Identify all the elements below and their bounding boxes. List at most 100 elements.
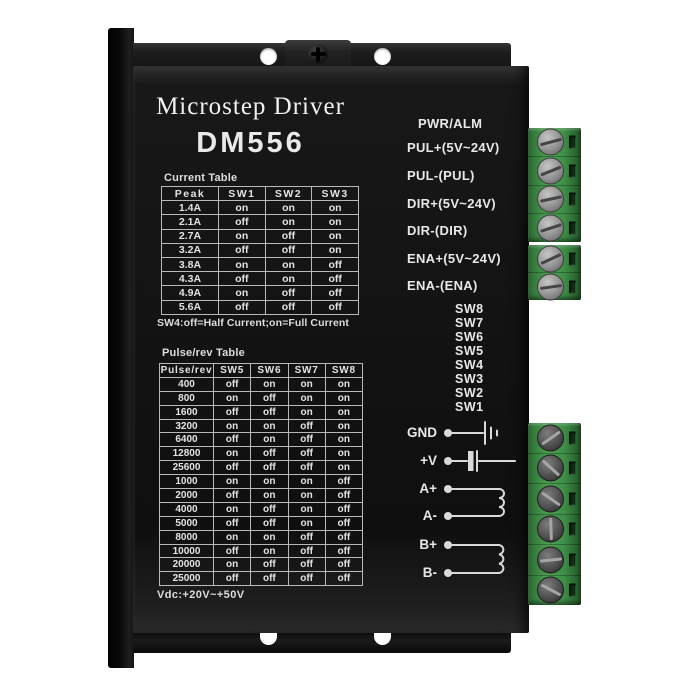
sw4-note: SW4:off=Half Current;on=Full Current — [157, 317, 350, 329]
table-cell: 5.6A — [161, 299, 219, 315]
table-cell: on — [250, 488, 289, 503]
table-cell: off — [212, 460, 252, 476]
table-cell: off — [218, 214, 266, 230]
table-cell: on — [287, 404, 326, 420]
table-cell: off — [287, 543, 326, 559]
table-cell: on — [212, 390, 252, 406]
table-cell: 4.3A — [161, 271, 219, 287]
terminal-screw-icon — [537, 245, 564, 272]
table-header-cell: SW7 — [287, 363, 326, 378]
table-header-cell: SW8 — [324, 363, 364, 378]
screw-terminal — [528, 185, 581, 215]
terminal-label-gnd: GND — [407, 425, 437, 440]
table-cell: on — [212, 529, 252, 545]
table-cell: on — [264, 214, 313, 230]
table-cell: on — [264, 256, 313, 273]
terminal-screw-icon — [537, 273, 564, 300]
table-cell: off — [287, 418, 326, 434]
model-number: DM556 — [196, 127, 305, 159]
screw-terminal — [528, 515, 581, 545]
table-cell: off — [311, 285, 359, 301]
table-cell: off — [324, 515, 364, 531]
table-cell: on — [264, 200, 313, 216]
product-title: Microstep Driver — [156, 93, 345, 120]
vdc-note: Vdc:+20V~+50V — [157, 589, 245, 601]
terminal-label-a-: A+ — [419, 481, 437, 496]
table-cell: off — [287, 460, 326, 476]
dip-switch-label: SW8 — [455, 302, 484, 316]
mounting-backplate — [108, 28, 134, 668]
dip-switch-label: SW3 — [455, 372, 484, 386]
table-cell: off — [287, 571, 326, 587]
dip-switch-label: SW6 — [455, 330, 484, 344]
mounting-notch — [374, 633, 391, 645]
signal-label-dir-dir: DIR-(DIR) — [407, 223, 468, 238]
table-cell: 25600 — [159, 460, 214, 476]
screw-terminal — [528, 576, 581, 606]
table-cell: on — [311, 200, 359, 216]
phillips-screw-icon — [308, 44, 328, 64]
table-cell: 1.4A — [161, 200, 219, 216]
table-cell: off — [287, 529, 326, 545]
signal-label-ena-ena: ENA-(ENA) — [407, 278, 478, 293]
table-cell: off — [212, 376, 252, 392]
table-cell: 1600 — [159, 404, 214, 420]
screw-terminal — [528, 245, 581, 273]
table-cell: on — [250, 376, 289, 392]
table-cell: off — [212, 404, 252, 420]
terminal-screw-icon — [537, 515, 564, 543]
wire-slot — [569, 252, 576, 265]
table-cell: on — [287, 390, 326, 406]
screw-terminal — [528, 484, 581, 515]
table-cell: off — [311, 299, 359, 315]
screw-terminal — [528, 423, 581, 454]
wire-slot — [569, 583, 576, 597]
table-cell: off — [250, 557, 289, 573]
dip-switch-label: SW7 — [455, 316, 484, 330]
table-cell: 2.1A — [161, 214, 219, 230]
table-cell: on — [212, 557, 252, 573]
table-cell: on — [218, 256, 266, 273]
table-cell: off — [264, 242, 313, 258]
wire-slot — [569, 522, 576, 536]
table-cell: 6400 — [159, 432, 214, 448]
terminal-block-top-upper — [528, 128, 581, 242]
terminal-screw-icon — [537, 424, 564, 452]
dip-switch-label: SW5 — [455, 344, 484, 358]
mounting-notch — [260, 633, 277, 645]
wire-slot — [569, 492, 576, 506]
mounting-hole — [374, 48, 391, 65]
dip-switch-label: SW1 — [455, 400, 484, 414]
screw-terminal — [528, 273, 581, 300]
table-cell: on — [324, 446, 364, 462]
pulse-table-title: Pulse/rev Table — [162, 347, 245, 359]
table-cell: off — [324, 501, 364, 517]
table-cell: on — [324, 432, 364, 448]
wire-slot — [569, 221, 576, 235]
terminal-label-a-: A- — [422, 508, 437, 523]
table-cell: on — [250, 474, 289, 490]
wiring-diagram — [444, 421, 516, 577]
table-cell: 3200 — [159, 418, 214, 434]
table-cell: off — [250, 571, 289, 587]
ground-symbol — [451, 421, 498, 445]
table-cell: 1000 — [159, 474, 214, 490]
terminal-block-top-lower — [528, 245, 581, 300]
terminal-label--v: +V — [420, 453, 437, 468]
table-cell: on — [324, 390, 364, 406]
screw-terminal — [528, 454, 581, 484]
terminal-screw-icon — [537, 576, 564, 604]
wire-slot — [569, 164, 576, 178]
table-cell: off — [324, 543, 364, 559]
table-cell: on — [311, 214, 359, 230]
